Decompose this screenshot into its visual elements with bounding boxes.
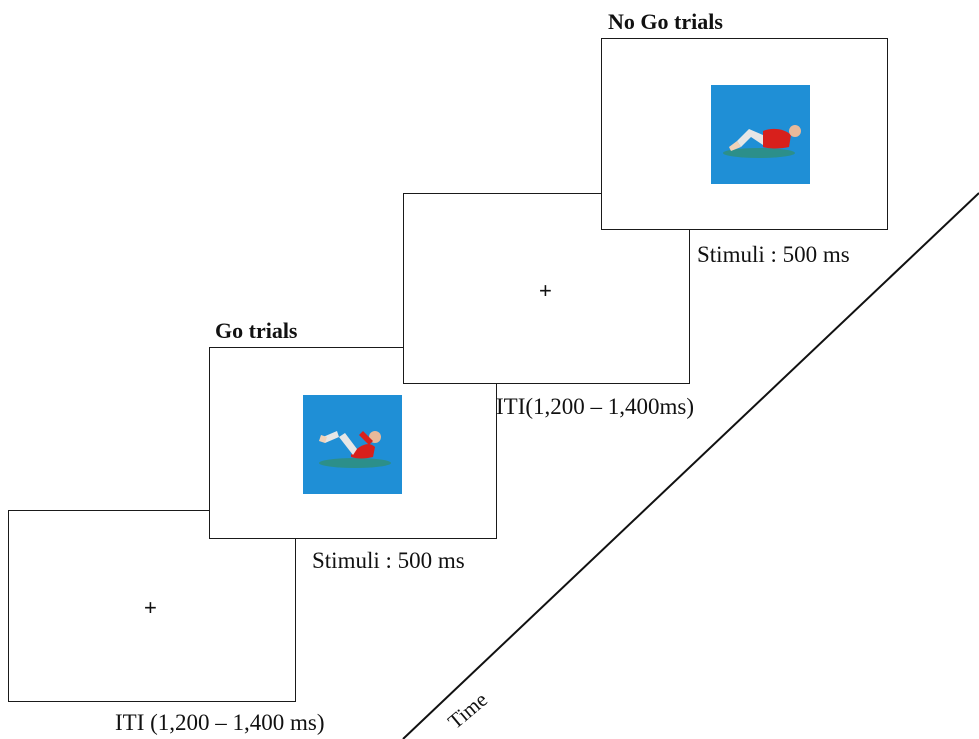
go-stimulus-image bbox=[303, 395, 402, 494]
iti-frame-1: + bbox=[8, 510, 296, 702]
nogo-stimulus-image bbox=[711, 85, 810, 184]
go-trials-title: Go trials bbox=[215, 318, 298, 343]
iti-label-2: ITI(1,200 – 1,400ms) bbox=[496, 394, 695, 419]
person-lying-icon bbox=[723, 125, 801, 158]
iti-label-1: ITI (1,200 – 1,400 ms) bbox=[115, 710, 325, 735]
go-stimulus-label: Stimuli : 500 ms bbox=[312, 548, 465, 573]
fixation-cross: + bbox=[539, 278, 552, 303]
fixation-cross: + bbox=[144, 595, 157, 620]
nogo-trials-title: No Go trials bbox=[608, 9, 723, 34]
go-stimulus-frame bbox=[209, 347, 497, 539]
nogo-stimulus-label: Stimuli : 500 ms bbox=[697, 242, 850, 267]
time-axis-label: Time bbox=[443, 687, 493, 734]
nogo-stimulus-frame bbox=[601, 38, 888, 230]
person-crunch-icon bbox=[319, 431, 391, 468]
